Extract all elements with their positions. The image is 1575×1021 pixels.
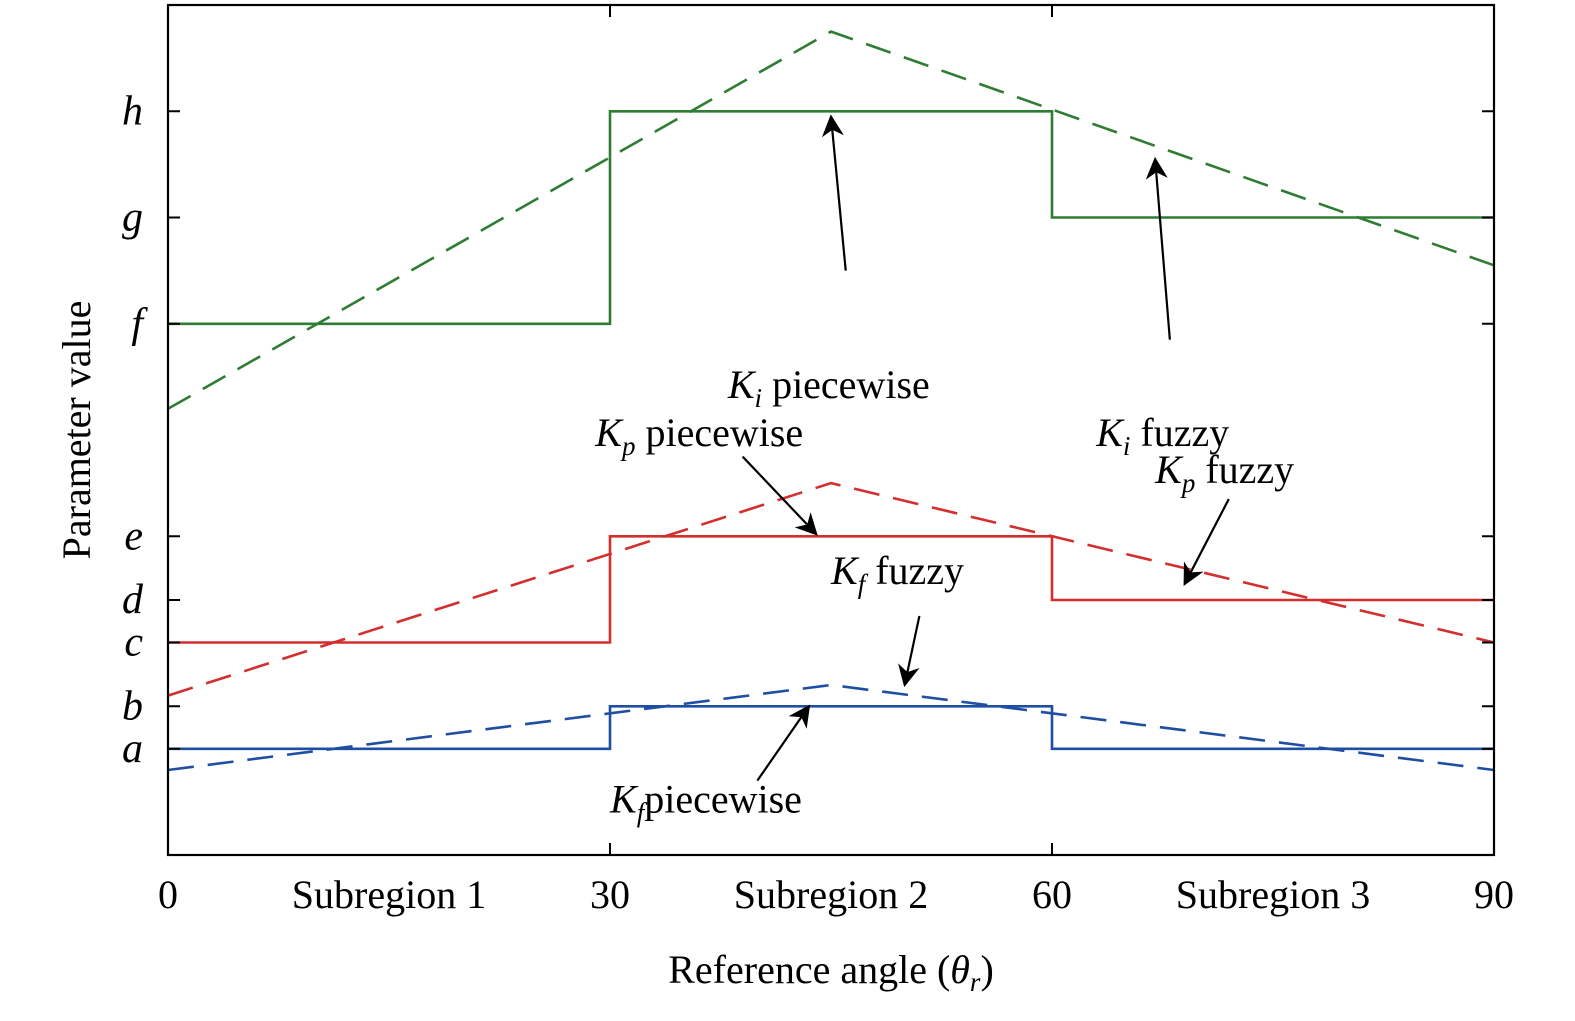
series-kf-piecewise: [168, 704, 1494, 751]
annotation-label-kp-fuzzy: Kp fuzzy: [1154, 447, 1294, 498]
x-tick-label: 30: [590, 872, 630, 917]
series-ki-fuzzy: [167, 30, 1495, 410]
annotation-arrow-ki-fuzzy: [1145, 156, 1171, 340]
annotations: Ki piecewise Ki fuzzy Kp piecewise Kp fuzzy…: [594, 114, 1294, 828]
series-kp-piecewise: [168, 534, 1494, 644]
y-tick-label: d: [122, 577, 144, 623]
x-axis-label-subscript: r: [970, 967, 981, 997]
annotation-label-ki-fuzzy: Ki fuzzy: [1095, 410, 1229, 461]
y-tick-label: h: [122, 88, 143, 134]
x-region-label: Subregion 2: [734, 872, 928, 917]
plot-lines: [167, 30, 1495, 772]
annotation-arrow-kp-fuzzy: [1183, 498, 1230, 587]
x-tick-label: 90: [1474, 872, 1514, 917]
annotation-arrow-kf-fuzzy: [898, 615, 921, 688]
series-kp-fuzzy: [167, 481, 1495, 697]
x-axis-label-text: Reference angle (: [668, 947, 950, 992]
x-axis-label: Reference angle (θr): [668, 947, 994, 997]
x-tick-label: 60: [1032, 872, 1072, 917]
y-tick-label: b: [122, 683, 143, 729]
y-tick-label: e: [124, 513, 143, 559]
series-kf-fuzzy: [167, 683, 1495, 772]
x-tick-label: 0: [158, 872, 178, 917]
annotation-arrow-kp-piecewise: [741, 455, 818, 536]
x-axis-label-symbol: θ: [950, 947, 970, 992]
annotation-label-kf-fuzzy: Kf fuzzy: [830, 548, 964, 599]
y-axis-label: Parameter value: [54, 301, 99, 560]
x-axis-label-end: ): [980, 947, 993, 992]
annotation-arrow-kf-piecewise: [756, 704, 811, 782]
series-ki-piecewise: [168, 110, 1494, 326]
annotation-label-kf-piecewise: Kfpiecewise: [609, 777, 802, 828]
annotation-label-kp-piecewise: Kp piecewise: [594, 410, 803, 461]
y-tick-label: c: [124, 620, 143, 666]
y-tick-label: f: [131, 301, 148, 347]
annotation-label-ki-piecewise: Ki piecewise: [727, 362, 930, 413]
x-region-label: Subregion 1: [292, 872, 486, 917]
y-tick-label: g: [122, 195, 143, 241]
x-region-label: Subregion 3: [1176, 872, 1370, 917]
y-tick-label: a: [122, 726, 143, 772]
annotation-arrow-ki-piecewise: [821, 114, 847, 271]
axes: 0 30 60 90 Subregion 1 Subregion 2 Subregion 3…: [122, 5, 1514, 917]
plot-frame: [166, 3, 1496, 857]
